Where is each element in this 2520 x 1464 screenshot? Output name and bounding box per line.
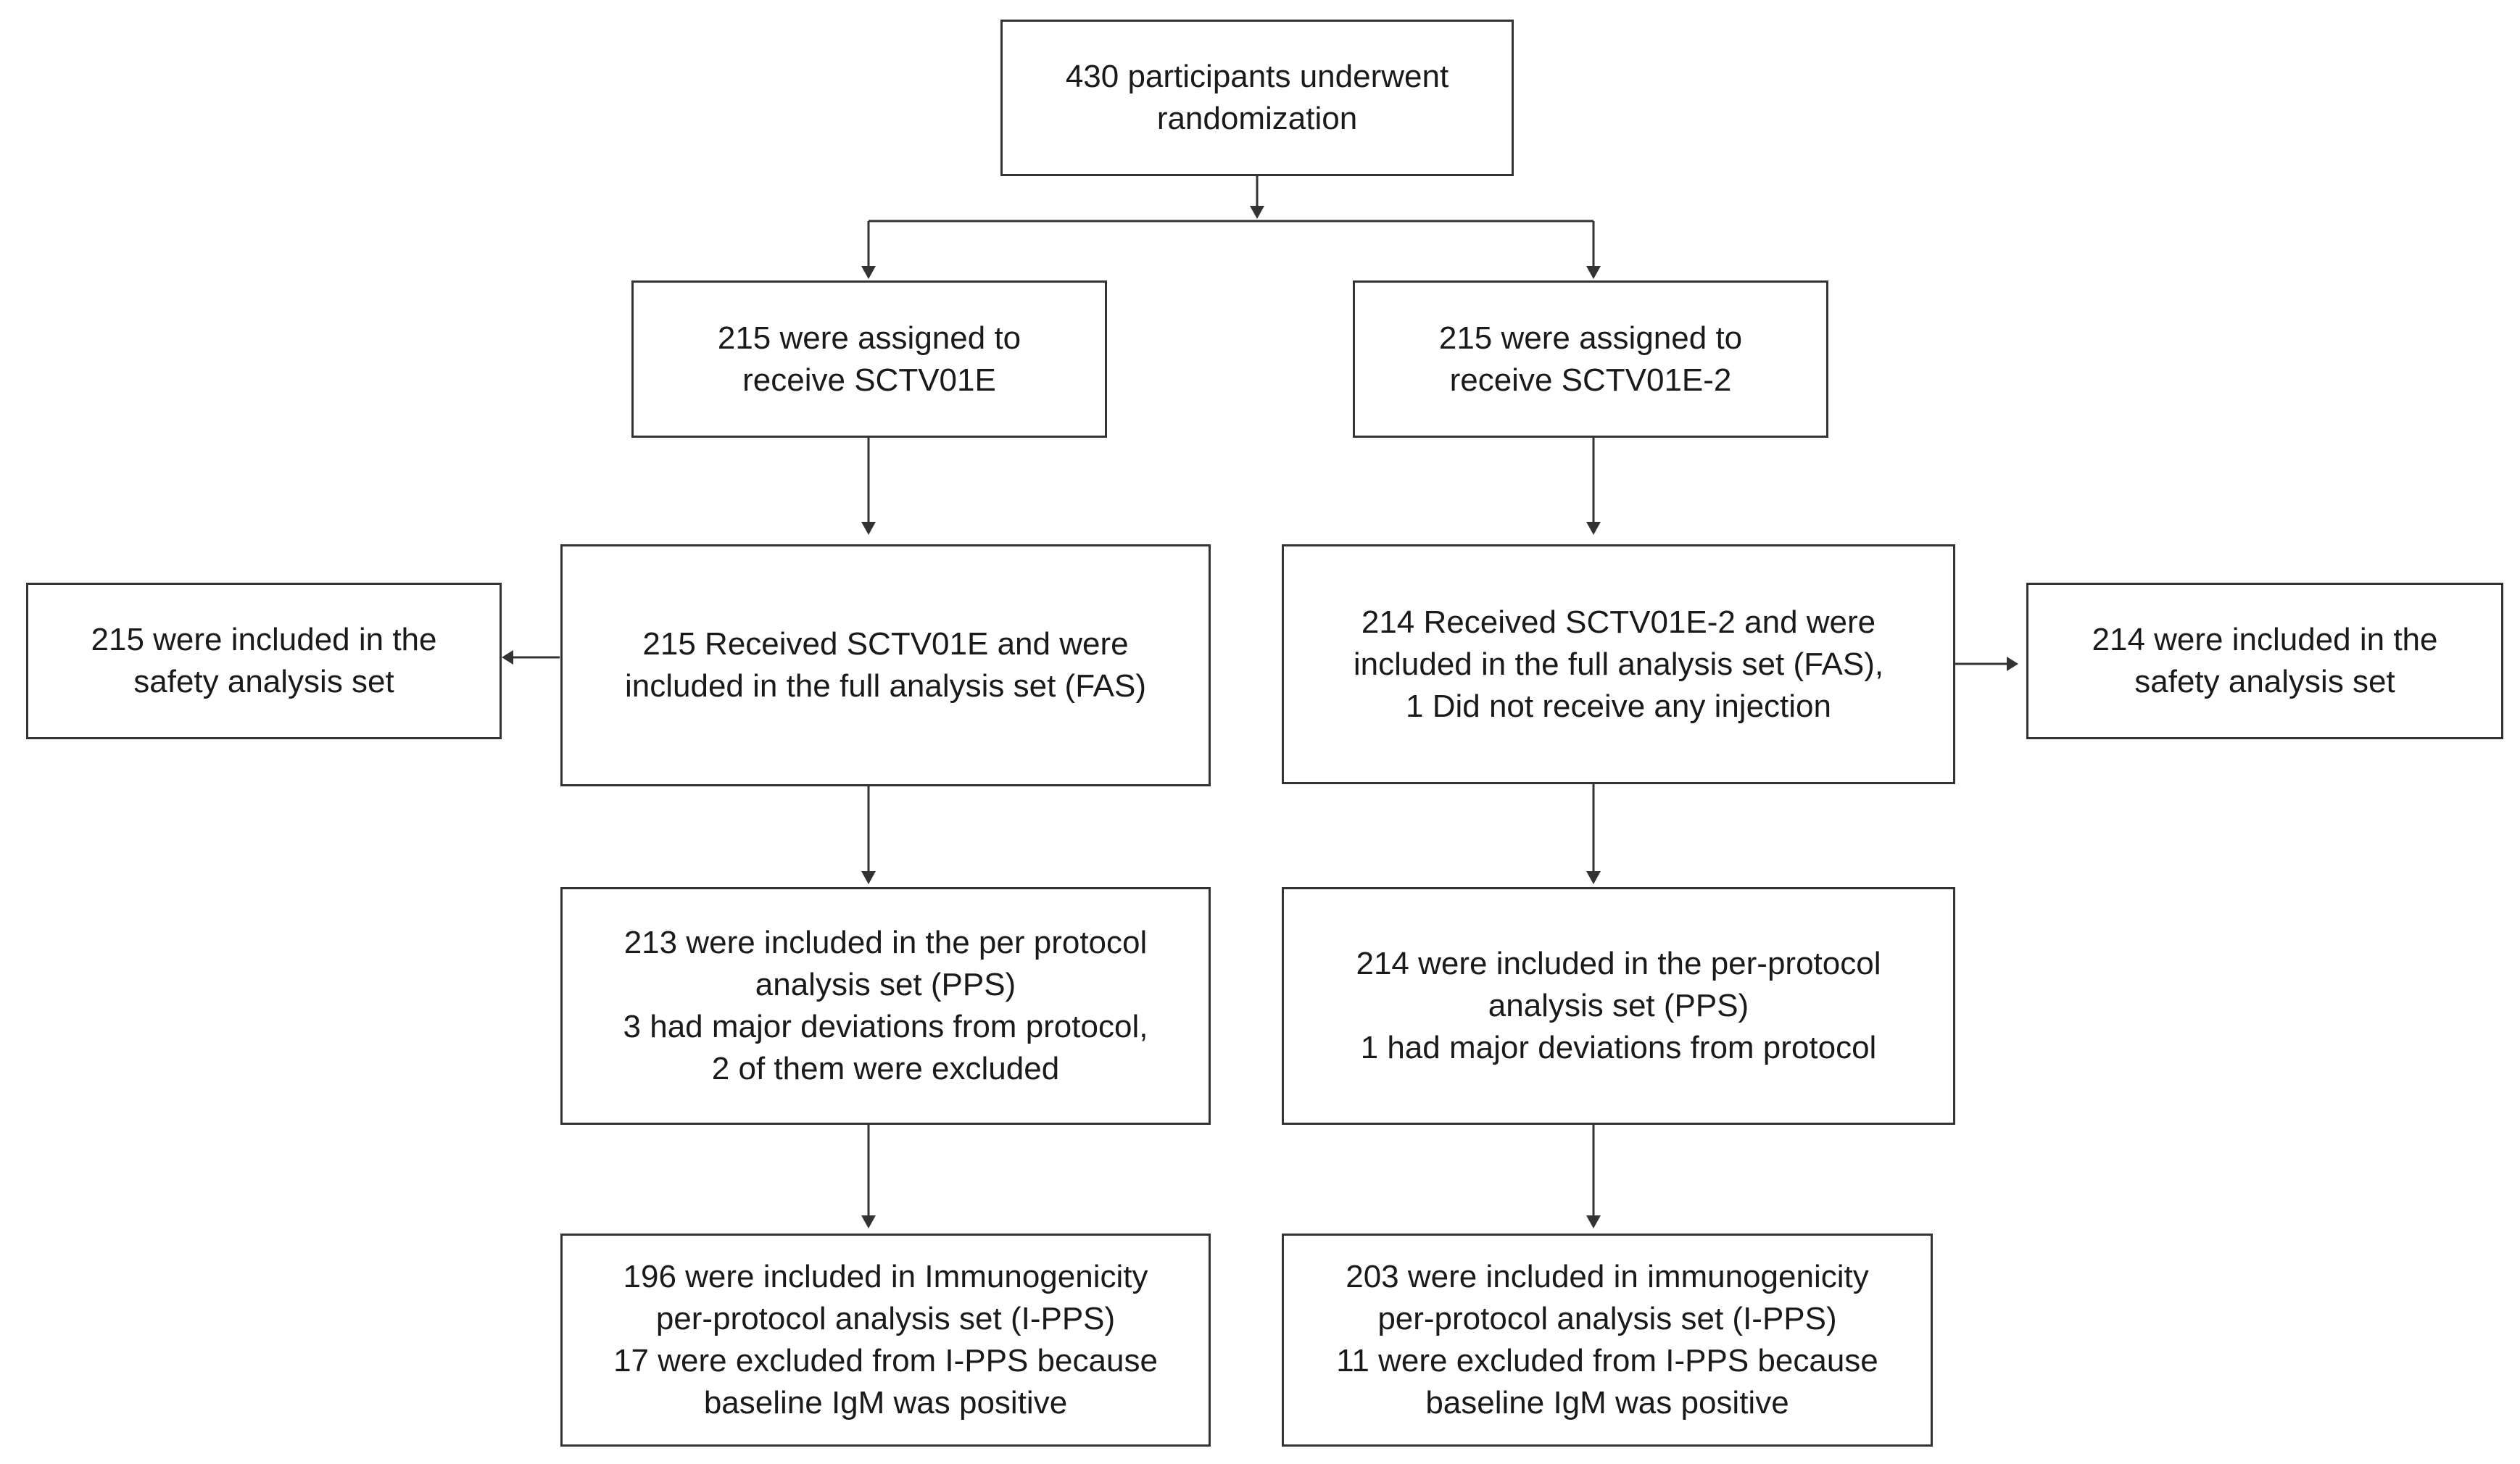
node-safety-set-sctv01e-2: 214 were included in the safety analysis… — [2026, 583, 2503, 739]
node-pps-sctv01e-2-text: 214 were included in the per-protocol an… — [1356, 946, 1881, 1065]
arrowhead — [861, 871, 876, 884]
arrowhead — [1586, 871, 1601, 884]
node-ipps-sctv01e-text: 196 were included in Immunogenicity per-… — [613, 1259, 1158, 1421]
node-safety-set-sctv01e-text: 215 were included in the safety analysis… — [91, 622, 437, 699]
arrowhead — [1250, 206, 1264, 219]
node-pps-sctv01e-2: 214 were included in the per-protocol an… — [1282, 887, 1955, 1125]
node-assigned-sctv01e: 215 were assigned to receive SCTV01E — [631, 280, 1107, 438]
node-safety-set-sctv01e-2-text: 214 were included in the safety analysis… — [2092, 622, 2438, 699]
arrowhead — [1586, 266, 1601, 279]
arrowhead — [2007, 657, 2018, 671]
node-assigned-sctv01e-2: 215 were assigned to receive SCTV01E-2 — [1353, 280, 1828, 438]
node-pps-sctv01e: 213 were included in the per protocol an… — [560, 887, 1211, 1125]
arrowhead — [861, 522, 876, 535]
node-ipps-sctv01e-2-text: 203 were included in immunogenicity per-… — [1336, 1259, 1878, 1421]
arrowhead — [1586, 1215, 1601, 1228]
node-assigned-sctv01e-text: 215 were assigned to receive SCTV01E — [717, 320, 1021, 398]
node-randomization-text: 430 participants underwent randomization — [1065, 59, 1449, 136]
node-fas-sctv01e: 215 Received SCTV01E and were included i… — [560, 544, 1211, 786]
node-pps-sctv01e-text: 213 were included in the per protocol an… — [623, 925, 1148, 1086]
arrowhead — [502, 650, 513, 665]
node-randomization: 430 participants underwent randomization — [1000, 20, 1514, 176]
node-safety-set-sctv01e: 215 were included in the safety analysis… — [26, 583, 502, 739]
node-ipps-sctv01e: 196 were included in Immunogenicity per-… — [560, 1234, 1211, 1447]
arrowhead — [861, 266, 876, 279]
node-ipps-sctv01e-2: 203 were included in immunogenicity per-… — [1282, 1234, 1933, 1447]
arrowhead — [861, 1215, 876, 1228]
node-fas-sctv01e-2: 214 Received SCTV01E-2 and were included… — [1282, 544, 1955, 784]
node-assigned-sctv01e-2-text: 215 were assigned to receive SCTV01E-2 — [1438, 320, 1743, 398]
node-fas-sctv01e-2-text: 214 Received SCTV01E-2 and were included… — [1353, 604, 1884, 724]
node-fas-sctv01e-text: 215 Received SCTV01E and were included i… — [624, 626, 1147, 704]
arrowhead — [1586, 522, 1601, 535]
